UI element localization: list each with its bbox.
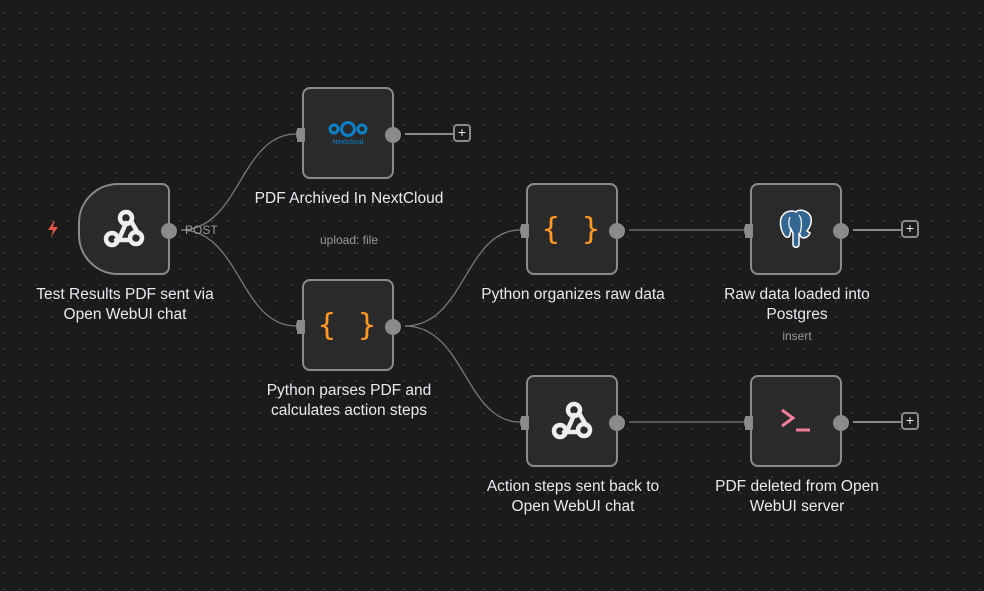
edge-trigger-to-nextcloud[interactable] <box>180 133 297 231</box>
add-node-button[interactable]: + <box>901 220 919 238</box>
node-subtitle: insert <box>782 329 812 343</box>
output-port[interactable] <box>385 319 401 335</box>
node-action-steps-webhook[interactable] <box>521 375 625 467</box>
code-braces-icon: { } <box>317 307 379 343</box>
add-node-button[interactable]: + <box>453 124 471 142</box>
node-nextcloud[interactable]: Nextcloud <box>297 87 401 179</box>
webhook-icon <box>551 401 593 440</box>
input-port[interactable] <box>521 416 529 430</box>
edge-parse-to-action-steps[interactable] <box>404 325 521 423</box>
input-port[interactable] <box>521 224 529 238</box>
node-label: Raw data loaded into Postgres <box>724 286 870 323</box>
input-port[interactable] <box>297 128 305 142</box>
node-label: PDF Archived In NextCloud <box>254 190 444 207</box>
node-postgres[interactable] <box>745 183 849 275</box>
output-port[interactable] <box>161 223 177 239</box>
node-python-organize[interactable]: { } <box>521 183 625 275</box>
edge-parse-to-organize[interactable] <box>404 229 521 327</box>
node-trigger-webhook[interactable] <box>78 183 177 275</box>
output-label-post: POST <box>185 223 218 237</box>
edge-trigger-to-python-parse[interactable] <box>180 229 297 327</box>
node-python-parse[interactable]: { } <box>297 279 401 371</box>
input-port[interactable] <box>745 224 753 238</box>
output-port[interactable] <box>833 223 849 239</box>
webhook-icon <box>103 209 145 248</box>
nextcloud-icon: Nextcloud <box>328 120 368 146</box>
input-port[interactable] <box>745 416 753 430</box>
output-port[interactable] <box>609 223 625 239</box>
node-subtitle: upload: file <box>319 233 379 247</box>
trigger-bolt-icon <box>48 221 58 237</box>
node-label: Action steps sent back to Open WebUI cha… <box>486 478 660 515</box>
nextcloud-wordmark: Nextcloud <box>332 139 364 146</box>
terminal-icon <box>781 408 810 432</box>
code-braces-icon: { } <box>541 211 603 247</box>
output-port[interactable] <box>833 415 849 431</box>
input-port[interactable] <box>297 320 305 334</box>
node-label: Test Results PDF sent via Open WebUI cha… <box>36 286 214 323</box>
node-label: Python organizes raw data <box>481 286 665 303</box>
output-port[interactable] <box>609 415 625 431</box>
postgres-icon <box>779 209 812 248</box>
output-port[interactable] <box>385 127 401 143</box>
node-label: PDF deleted from Open WebUI server <box>715 478 879 515</box>
node-label: Python parses PDF and calculates action … <box>266 382 432 419</box>
add-node-button[interactable]: + <box>901 412 919 430</box>
node-pdf-deleted[interactable] <box>745 375 849 467</box>
